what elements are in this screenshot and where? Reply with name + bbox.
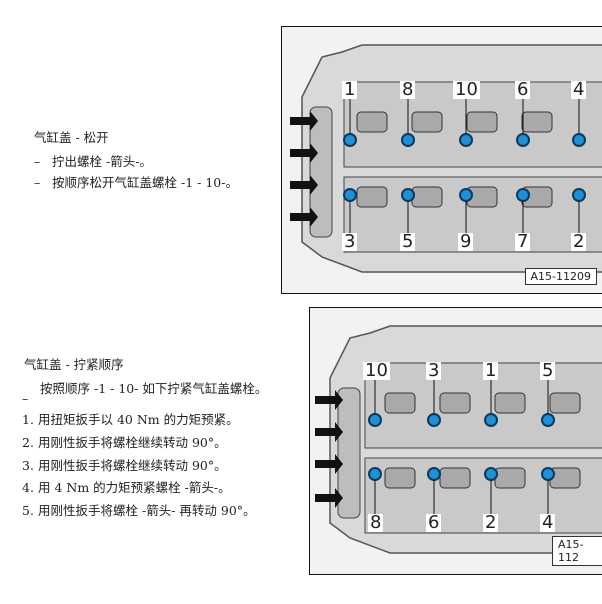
step-row: 5. 用刚性扳手将螺栓 -箭头- 再转动 90°。 bbox=[22, 503, 284, 519]
step-text: 用刚性扳手将螺栓 -箭头- 再转动 90°。 bbox=[38, 502, 256, 518]
cylinder-head-loosen-figure: 1 8 10 6 4 3 5 9 7 2 A15-11209 bbox=[281, 26, 602, 294]
loosen-section: 气缸盖 - 松开 – 拧出螺栓 -箭头-。 – 按顺序松开气缸盖螺栓 -1 - … bbox=[34, 130, 274, 197]
step-number: 2. bbox=[22, 434, 34, 450]
callout-bottom-1: 8 bbox=[368, 512, 384, 533]
step-number: 3. bbox=[22, 457, 34, 473]
loosen-bullet-2: 按顺序松开气缸盖螺栓 -1 - 10-。 bbox=[52, 175, 238, 191]
callout-top-2: 3 bbox=[426, 360, 442, 381]
callout-bottom-1: 3 bbox=[342, 231, 358, 252]
loosen-title: 气缸盖 - 松开 bbox=[34, 130, 109, 145]
list-item: – 按顺序松开气缸盖螺栓 -1 - 10-。 bbox=[34, 175, 274, 191]
callout-bottom-5: 2 bbox=[571, 231, 587, 252]
step-row: 2. 用刚性扳手将螺栓继续转动 90°。 bbox=[22, 435, 284, 451]
step-row: 4. 用 4 Nm 的力矩预紧螺栓 -箭头-。 bbox=[22, 480, 284, 496]
cylinder-head-tighten-figure: 10 3 1 5 8 6 2 4 A15-112 bbox=[309, 307, 602, 575]
step-text: 用刚性扳手将螺栓继续转动 90°。 bbox=[38, 434, 227, 450]
step-text: 用扭矩扳手以 40 Nm 的力矩预紧。 bbox=[38, 412, 239, 428]
step-row: 3. 用刚性扳手将螺栓继续转动 90°。 bbox=[22, 458, 284, 474]
callout-bottom-2: 6 bbox=[426, 512, 442, 533]
step-text: 用 4 Nm 的力矩预紧螺栓 -箭头-。 bbox=[38, 480, 231, 496]
callout-top-4: 6 bbox=[515, 79, 531, 100]
callout-top-1: 10 bbox=[363, 360, 390, 381]
cylinder-head-drawing bbox=[282, 27, 602, 293]
callout-top-3: 1 bbox=[483, 360, 499, 381]
bullet-dash: – bbox=[22, 390, 29, 406]
callout-bottom-4: 7 bbox=[515, 231, 531, 252]
callout-bottom-2: 5 bbox=[400, 231, 416, 252]
callout-bottom-4: 4 bbox=[540, 512, 556, 533]
tighten-bullet: 按照顺序 -1 - 10- 如下拧紧气缸盖螺栓。 bbox=[40, 380, 268, 396]
step-number: 5. bbox=[22, 502, 34, 518]
step-text: 用刚性扳手将螺栓继续转动 90°。 bbox=[38, 457, 227, 473]
callout-top-5: 4 bbox=[571, 79, 587, 100]
tighten-title: 气缸盖 - 拧紧顺序 bbox=[24, 357, 124, 372]
step-number: 4. bbox=[22, 480, 34, 496]
callout-top-2: 8 bbox=[400, 79, 416, 100]
callout-bottom-3: 9 bbox=[458, 231, 474, 252]
callout-top-3: 10 bbox=[453, 79, 480, 100]
figure-id-label: A15-112 bbox=[552, 536, 602, 566]
list-item: – 按照顺序 -1 - 10- 如下拧紧气缸盖螺栓。 bbox=[22, 381, 284, 407]
callout-bottom-3: 2 bbox=[483, 512, 499, 533]
bullet-dash: – bbox=[34, 175, 41, 191]
callout-top-1: 1 bbox=[342, 79, 358, 100]
callout-top-4: 5 bbox=[540, 360, 556, 381]
cylinder-head-drawing bbox=[310, 308, 602, 574]
step-number: 1. bbox=[22, 412, 34, 428]
tighten-section: 气缸盖 - 拧紧顺序 – 按照顺序 -1 - 10- 如下拧紧气缸盖螺栓。 1.… bbox=[22, 357, 284, 525]
figure-id-label: A15-11209 bbox=[524, 268, 597, 285]
list-item: – 拧出螺栓 -箭头-。 bbox=[34, 154, 274, 170]
bullet-dash: – bbox=[34, 153, 41, 169]
loosen-bullet-1: 拧出螺栓 -箭头-。 bbox=[52, 153, 152, 169]
step-row: 1. 用扭矩扳手以 40 Nm 的力矩预紧。 bbox=[22, 412, 284, 428]
